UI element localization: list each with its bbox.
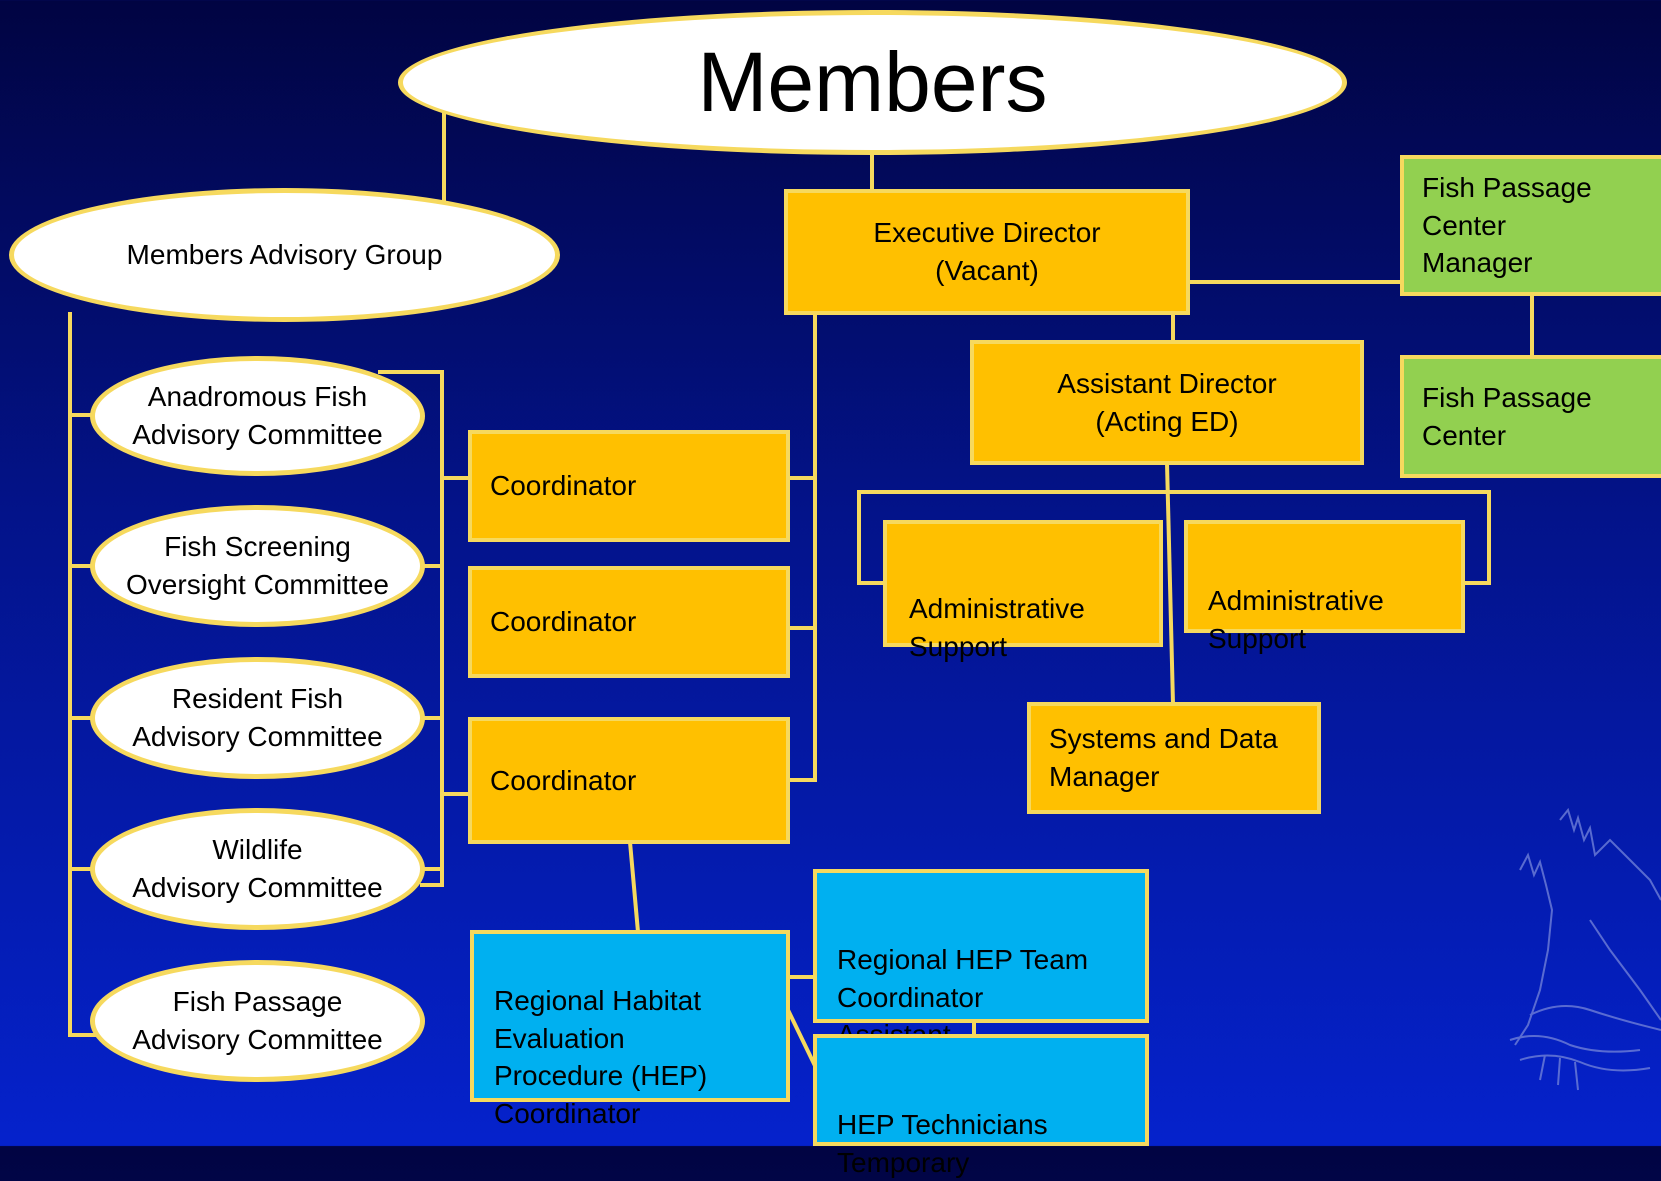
systems-data-manager-label: Systems and Data Manager (1049, 723, 1278, 792)
committee-node-wildlife: Wildlife Advisory Committee (90, 808, 425, 930)
coordinator-node-2: Coordinator (468, 566, 790, 678)
admin-support-label-2: Administrative Support (1208, 584, 1384, 654)
assistant-director-label: Assistant Director (Acting ED) (1057, 367, 1277, 437)
connector-ed-coord-bus (788, 313, 817, 782)
committee-label-resident-fish: Resident Fish Advisory Committee (132, 683, 383, 752)
committee-label-fish-passage: Fish Passage Advisory Committee (132, 986, 383, 1055)
coordinator-label-3: Coordinator (490, 764, 637, 796)
fpc-manager-label: Fish Passage Center Manager (1422, 171, 1592, 279)
connector-ad-systems (1165, 462, 1175, 705)
members-title: Members (697, 35, 1048, 129)
hep-coordinator-label: Regional Habitat Evaluation Procedure (H… (494, 984, 708, 1130)
connector-mag-bus (68, 312, 96, 1037)
fpc-label: Fish Passage Center (1422, 381, 1592, 451)
committee-node-fish-screening: Fish Screening Oversight Committee (90, 505, 425, 627)
coordinator-label-2: Coordinator (490, 606, 637, 638)
executive-director-label: Executive Director (Vacant) (873, 217, 1101, 286)
systems-data-manager-node: Systems and Data Manager (1027, 702, 1321, 814)
connector-coord3-hep (628, 841, 640, 933)
admin-support-label-1: Administrative Support (909, 592, 1085, 662)
hep-coordinator-node: Regional Habitat Evaluation Procedure (H… (470, 930, 790, 1129)
connector-committee-bus (378, 370, 444, 887)
fpc-node: Fish Passage Center (1400, 355, 1661, 478)
members-advisory-group-node: Members Advisory Group (9, 188, 560, 322)
admin-support-node-2: Administrative Support (1184, 520, 1465, 654)
assistant-director-node: Assistant Director (Acting ED) (970, 340, 1364, 465)
committee-node-anadromous: Anadromous Fish Advisory Committee (90, 356, 425, 476)
coordinator-node-3: Coordinator (468, 717, 790, 844)
fpc-manager-node: Fish Passage Center Manager (1400, 155, 1661, 296)
committee-label-fish-screening: Fish Screening Oversight Committee (126, 531, 389, 600)
committee-label-anadromous: Anadromous Fish Advisory Committee (132, 381, 383, 450)
members-advisory-group-label: Members Advisory Group (126, 239, 443, 271)
heron-logo-icon (1509, 807, 1661, 1091)
hep-assistant-label: Regional HEP Team Coordinator Assistant (837, 943, 1089, 1051)
admin-support-node-1: Administrative Support (883, 520, 1163, 662)
org-chart-connectors (68, 100, 1534, 1073)
hep-technicians-label: HEP Technicians Temporary (837, 1108, 1048, 1178)
committee-node-resident-fish: Resident Fish Advisory Committee (90, 657, 425, 779)
executive-director-node: Executive Director (Vacant) (784, 189, 1190, 315)
members-node: Members (398, 10, 1347, 155)
connector-admin-bracket (857, 490, 1491, 585)
coordinator-node-1: Coordinator (468, 430, 790, 542)
hep-technicians-node: HEP Technicians Temporary (813, 1034, 1149, 1178)
committee-label-wildlife: Wildlife Advisory Committee (132, 834, 383, 903)
committee-node-fish-passage: Fish Passage Advisory Committee (90, 960, 425, 1082)
hep-assistant-node: Regional HEP Team Coordinator Assistant (813, 869, 1149, 1050)
coordinator-label-1: Coordinator (490, 470, 637, 502)
